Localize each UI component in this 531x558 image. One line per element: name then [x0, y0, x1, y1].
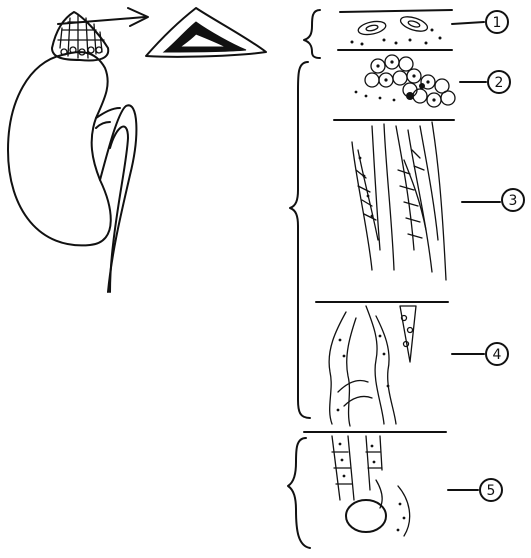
label-2-text: 2 [495, 75, 504, 91]
adrenal-cross-section [146, 8, 266, 57]
layer-medulla [332, 436, 410, 536]
bracket-capsule [304, 10, 320, 58]
label-3-text: 3 [509, 193, 518, 209]
label-4-text: 4 [493, 347, 502, 363]
layer-fasciculata [316, 122, 448, 302]
ureter-inner [110, 127, 128, 292]
brackets [288, 10, 320, 548]
layer-capsule [338, 10, 452, 50]
medulla-vein [346, 500, 386, 532]
bracket-medulla [288, 438, 310, 548]
adrenal-gland [52, 12, 108, 61]
label-5-text: 5 [487, 483, 496, 499]
label-1-text: 1 [493, 15, 502, 31]
kidney-outline [8, 52, 111, 245]
kidney-notch [96, 122, 110, 128]
layer-labels: 1 2 3 4 5 [448, 11, 524, 501]
section-medulla [164, 22, 246, 52]
layer-glomerulosa [334, 55, 455, 120]
kidney-figure [8, 8, 148, 292]
bracket-cortex [290, 62, 310, 418]
arrow-shaft [58, 17, 145, 24]
layer-reticularis [304, 306, 446, 432]
ureter-outer [100, 105, 136, 292]
